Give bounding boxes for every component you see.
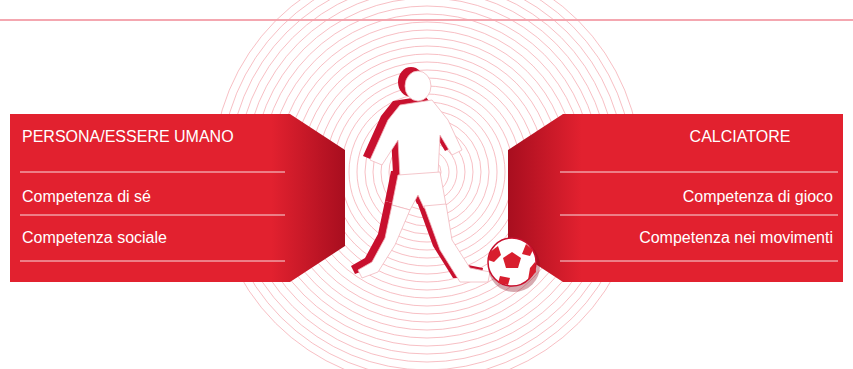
- competence-item: Competenza di sé: [22, 187, 151, 207]
- red-band: CALCIATORE Competenza di giocoCompetenza …: [508, 114, 843, 282]
- competence-item: Competenza nei movimenti: [639, 228, 833, 248]
- competence-item: Competenza sociale: [22, 228, 167, 248]
- red-band: PERSONA/ESSERE UMANO Competenza di sé Comp…: [10, 114, 345, 282]
- top-rule: [0, 19, 853, 21]
- band-heading: CALCIATORE: [690, 127, 791, 147]
- competence-item: Competenza di gioco: [683, 187, 833, 207]
- band-heading: PERSONA/ESSERE UMANO: [22, 127, 234, 147]
